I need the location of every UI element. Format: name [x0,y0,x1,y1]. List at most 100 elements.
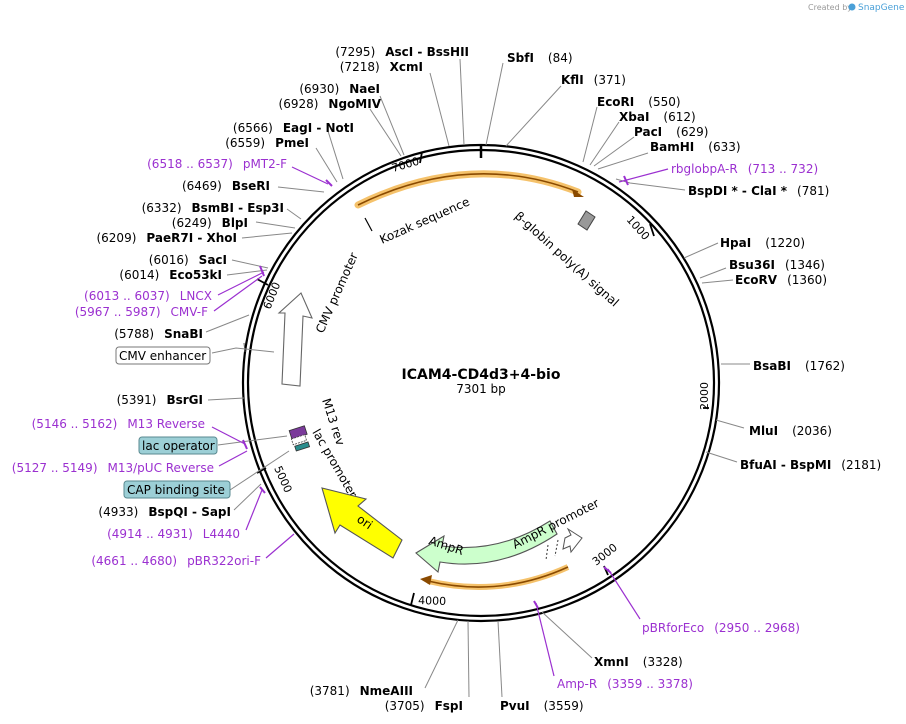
site-bsrgi[interactable]: (5391)BsrGI [117,393,203,407]
site-eco53ki[interactable]: (6014)Eco53kI [119,268,222,282]
ampr-arrow [415,520,558,574]
cmv-promoter-label: CMV promoter [313,251,361,336]
primer-mark-lncx [259,265,265,277]
orf-arrow-line [357,173,579,206]
primer-pmt2-f[interactable]: (6518 .. 6537)pMT2-F [147,157,287,171]
leader-bamhi [597,152,649,170]
leader-bspdi [615,178,686,191]
site-bsabi[interactable]: BsaBI(1762) [753,359,845,373]
primer-leader-pbr322ori [265,533,295,559]
tick-label-1000: 1000 [624,213,652,243]
site-pmei[interactable]: (6559)PmeI [225,136,309,150]
site-ecorv[interactable]: EcoRV(1360) [735,273,827,287]
site-bsmbi-esp3i[interactable]: (6332)BsmBI - Esp3I [142,201,284,215]
primer-leader-cmvf [213,275,263,312]
leader-cmv-enhancer [211,347,275,354]
primer-pbrforeco[interactable]: pBRforEco(2950 .. 2968) [642,621,800,635]
primer-pbr322ori-f[interactable]: (4661 .. 4680)pBR322ori-F [91,554,261,568]
primer-mark-l4440 [259,486,266,494]
primer-labels-left: (6518 .. 6537)pMT2-F (6013 .. 6037)LNCX … [12,157,287,568]
leader-kfli [505,85,562,147]
primer-amp-r[interactable]: Amp-R(3359 .. 3378) [557,677,693,691]
sites-left: (7295)AscI - BssHII (7218)XcmI (6930)Nae… [96,45,469,713]
primer-lncx[interactable]: (6013 .. 6037)LNCX [84,289,212,303]
cmv-enhancer-label[interactable]: CMV enhancer [119,349,206,363]
lac-operator-feature [294,441,311,452]
leader-ngomiv [369,108,402,157]
site-asci-bsshii[interactable]: (7295)AscI - BssHII [335,45,469,59]
site-xcmi[interactable]: (7218)XcmI [340,60,423,74]
primer-leaders [211,166,669,677]
primer-leader-pmt2 [291,166,329,185]
site-xmni[interactable]: XmnI(3328) [594,655,683,669]
ampr-dash-a [545,544,549,561]
site-sbfi[interactable]: SbfI(84) [507,51,573,65]
site-xbai[interactable]: XbaI(612) [619,110,696,124]
kozak-label: Kozak sequence [378,195,472,247]
polya-label: β-globin poly(A) signal [512,209,622,310]
leader-naei [379,95,405,156]
leader-xmni [541,611,593,659]
tick-label-4000: 4000 [418,594,446,608]
site-kfli[interactable]: KflI(371) [561,73,626,87]
tick-label-2000: 2000 [698,382,711,410]
site-nmeaiii[interactable]: (3781)NmeAIII [310,684,413,698]
primer-leader-l4440 [245,489,263,531]
site-bsu36i[interactable]: Bsu36I(1346) [729,258,825,272]
leader-bfuai [705,451,738,463]
primer-leader-rbglobpa [618,168,669,183]
site-saci[interactable]: (6016)SacI [149,253,227,267]
site-snabi[interactable]: (5788)SnaBI [114,327,203,341]
site-bfuai-bspmi[interactable]: BfuAI - BspMI(2181) [740,458,881,472]
primer-leader-ampr [535,602,555,677]
leader-ecori [582,106,598,163]
credit-brand: SnapGene [858,3,905,13]
kozak-marker [364,217,373,232]
site-naei[interactable]: (6930)NaeI [299,82,380,96]
primer-mark-pbrforeco [603,566,612,574]
primer-leader-m13puc [218,450,248,467]
leader-eco53ki [226,269,268,276]
site-hpai[interactable]: HpaI(1220) [720,236,805,250]
leader-bsu36i [699,267,727,279]
leader-cap [229,450,290,491]
primer-mark-m13rev [242,439,248,450]
leader-eagi [327,130,344,180]
leader-bseri [277,186,325,193]
leader-hpai [683,242,719,259]
primer-l4440[interactable]: (4914 .. 4931)L4440 [107,527,240,541]
primer-m13-reverse[interactable]: (5146 .. 5162)M13 Reverse [32,417,205,431]
leader-ecorv [701,279,734,284]
site-bseri[interactable]: (6469)BseRI [182,179,270,193]
site-blpi[interactable]: (6249)BlpI [172,216,248,230]
site-paci[interactable]: PacI(629) [634,125,708,139]
lac-operator-label[interactable]: lac operator [142,439,215,453]
site-pvui[interactable]: PvuI(3559) [500,699,584,713]
primer-leader-pbrforeco [607,568,641,620]
primer-mark-ampr [533,600,539,609]
cmv-enhancer-box [115,346,211,365]
primer-cmv-f[interactable]: (5967 .. 5987)CMV-F [75,305,208,319]
site-fspi[interactable]: (3705)FspI [385,699,463,713]
tick-7000 [419,151,423,164]
leader-lines [205,58,750,698]
leader-pmei [315,147,338,183]
site-bspdi-clai[interactable]: BspDI * - ClaI *(781) [688,184,829,198]
lac-operator-box [138,436,218,455]
site-ecori[interactable]: EcoRI(550) [597,95,681,109]
site-bspqi-sapi[interactable]: (4933)BspQI - SapI [98,505,231,519]
primer-m13-puc-reverse[interactable]: (5127 .. 5149)M13/pUC Reverse [12,461,214,475]
site-eagi-noti[interactable]: (6566)EagI - NotI [233,121,354,135]
cap-binding-site-label[interactable]: CAP binding site [127,483,225,497]
plasmid-length: 7301 bp [456,382,506,396]
primer-rbglobpa-r[interactable]: rbglobpA-R(713 .. 732) [671,162,818,176]
primer-marks [242,175,629,609]
site-bamhi[interactable]: BamHI(633) [650,140,741,154]
tick-1000 [649,223,655,237]
site-ngomiv[interactable]: (6928)NgoMIV [279,97,382,111]
ampr-dash-b [554,539,559,557]
site-paer7i-xhoi[interactable]: (6209)PaeR7I - XhoI [96,231,237,245]
cmv-promoter-arrow [277,292,313,387]
site-mlui[interactable]: MluI(2036) [749,424,832,438]
